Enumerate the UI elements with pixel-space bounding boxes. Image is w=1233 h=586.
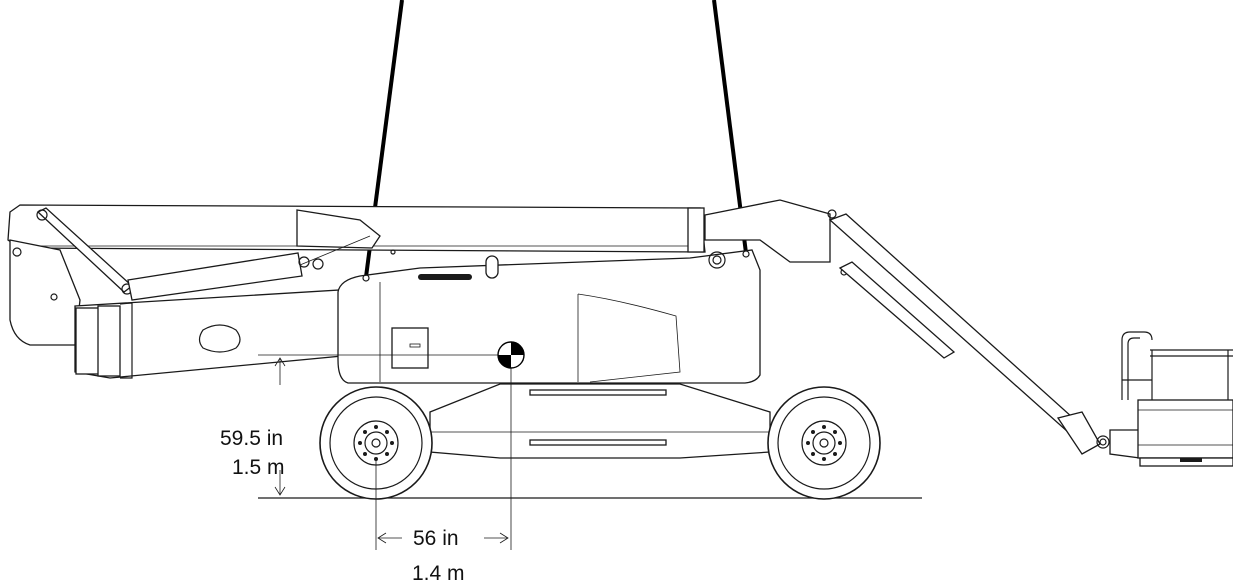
cg-height-inches-label: 59.5 in <box>220 427 283 450</box>
dimension-lines <box>258 354 512 550</box>
center-of-gravity-symbol <box>497 341 525 369</box>
turntable <box>337 249 761 384</box>
main-boom <box>7 204 706 379</box>
height-dimension-arrows <box>274 357 286 496</box>
offset-dimension-arrows <box>377 532 509 544</box>
wheel-left <box>319 386 433 500</box>
wheel-right <box>767 386 881 500</box>
chassis <box>429 383 771 459</box>
cg-offset-meters-label: 1.4 m <box>412 562 465 585</box>
work-platform <box>1121 331 1233 467</box>
cg-offset-inches-label: 56 in <box>413 527 459 550</box>
jib-boom <box>704 199 1141 459</box>
cg-height-meters-label: 1.5 m <box>232 456 285 479</box>
